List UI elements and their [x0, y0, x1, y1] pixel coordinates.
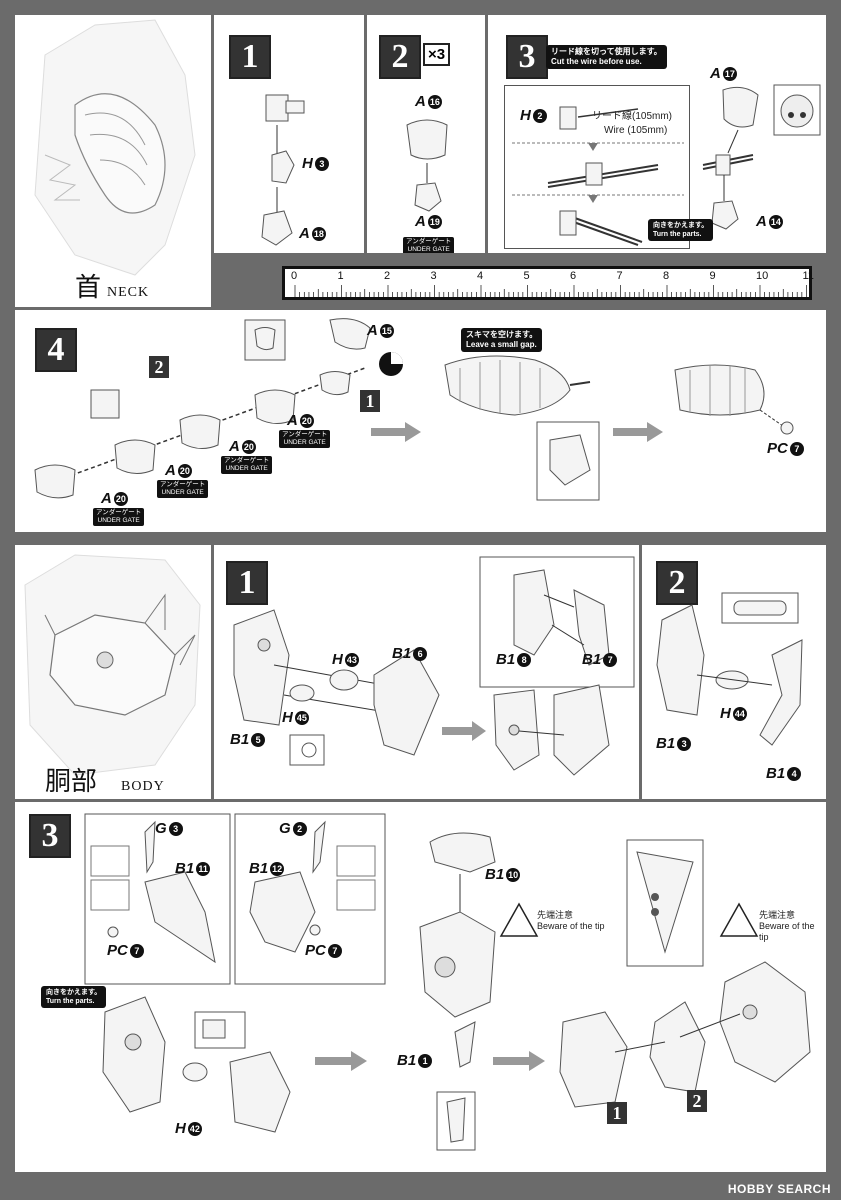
ruler-label: 11: [802, 270, 814, 282]
ruler-label: 0: [291, 270, 298, 282]
cut-wire-note: リード線を切って使用します。 Cut the wire before use.: [546, 45, 667, 69]
under-gate-tag-2: アンダーゲート UNDER GATE: [221, 456, 273, 474]
watermark: HOBBY SEARCH: [727, 1182, 831, 1196]
body-section-title: 胴部 BODY: [45, 761, 165, 798]
ruler-label: 7: [616, 270, 623, 282]
body-intro-panel: 胴部 BODY: [15, 545, 211, 799]
section-title-en: NECK: [107, 285, 150, 300]
step4-ref-1: 1: [360, 390, 380, 412]
step-number-4: 4: [35, 328, 77, 372]
step-number-2: 2: [656, 561, 698, 605]
section-title-jp: 胴部: [45, 767, 98, 797]
neck-illustration: [34, 19, 196, 276]
under-gate-tag-4: アンダーゲート UNDER GATE: [93, 508, 145, 526]
step4-ref-2: 2: [149, 356, 169, 378]
ruler-label: 5: [523, 270, 530, 282]
under-gate-tag-3: アンダーゲート UNDER GATE: [157, 480, 209, 498]
ruler-label: 10: [756, 270, 769, 282]
body-step3-panel: 3: [15, 802, 826, 1172]
step-number-3: 3: [29, 814, 71, 858]
under-gate-tag: アンダーゲート UNDER GATE: [403, 237, 455, 253]
neck-step3-wire-diagram: [512, 84, 821, 246]
neck-intro-panel: 首 NECK: [15, 15, 211, 307]
body-illustration: [24, 554, 201, 776]
ruler-label: 1: [337, 270, 344, 282]
ruler-label: 6: [570, 270, 577, 282]
tip-warning-1: 先端注意 Beware of the tip: [537, 910, 605, 931]
step-number-3: 3: [506, 35, 548, 79]
step-number-1: 1: [229, 35, 271, 79]
ruler-label: 2: [384, 270, 391, 282]
step3-ref-2: 2: [687, 1090, 707, 1112]
neck-step4-diagram: [34, 318, 794, 501]
leave-gap-note: スキマを空けます。 Leave a small gap.: [461, 328, 543, 352]
multiplier-badge: ×3: [423, 43, 451, 66]
step-number-1: 1: [226, 561, 268, 605]
ruler-label: 3: [430, 270, 437, 282]
body-step1-diagram: [233, 556, 635, 776]
step-number-2: 2: [379, 35, 421, 79]
step3-ref-1: 1: [607, 1102, 627, 1124]
neck-step3-panel: 3 リード線を切って使用します。 Cut the wire before use…: [488, 15, 826, 253]
turn-parts-note-body: 向きをかえます。 Turn the parts.: [41, 986, 107, 1008]
neck-step2-diagram: [406, 119, 448, 212]
wire-label-en: Wire (105mm): [604, 125, 668, 136]
ruler-label: 8: [663, 270, 670, 282]
ruler-label: 4: [477, 270, 484, 282]
under-gate-tag-1: アンダーゲート UNDER GATE: [279, 430, 331, 448]
wire-label-jp: リード線(105mm): [592, 111, 673, 122]
section-title-en: BODY: [121, 779, 165, 794]
ruler-label: 9: [709, 270, 716, 282]
neck-section-title: 首 NECK: [75, 267, 149, 304]
measurement-ruler: 0 1 2 3 4 5 6 7 8 9 10 11: [282, 266, 814, 300]
body-step2-diagram: [656, 592, 803, 746]
body-step3-diagram: [84, 813, 811, 1151]
section-title-jp: 首: [75, 273, 102, 303]
tip-warning-2: 先端注意 Beware of the tip: [759, 910, 815, 942]
ruler-ticks: [294, 285, 807, 297]
turn-parts-note: 向きをかえます。 Turn the parts.: [648, 219, 714, 241]
neck-step1-diagram: [261, 94, 305, 246]
